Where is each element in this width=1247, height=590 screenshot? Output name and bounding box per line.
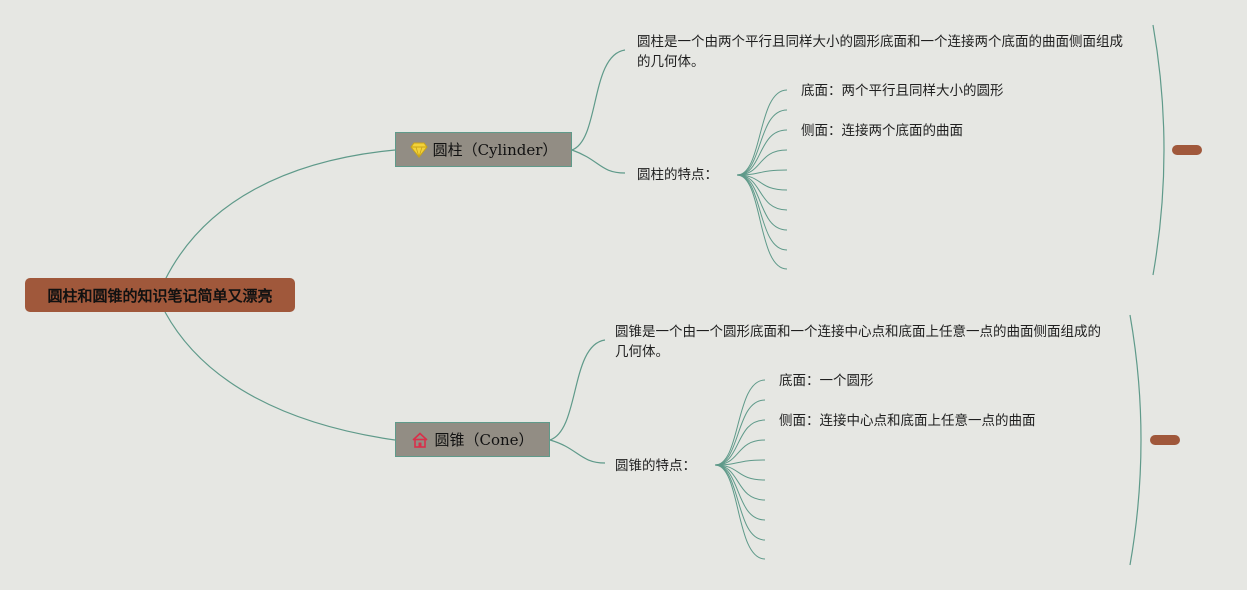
- fan-connector: [736, 89, 788, 176]
- topic-cylinder[interactable]: 圆柱（Cylinder）: [395, 132, 572, 167]
- cone-definition[interactable]: 圆锥是一个由一个圆形底面和一个连接中心点和底面上任意一点的曲面侧面组成的几何体。: [615, 324, 1101, 360]
- cylinder-definition[interactable]: 圆柱是一个由两个平行且同样大小的圆形底面和一个连接两个底面的曲面侧面组成的几何体…: [637, 34, 1123, 70]
- fan-connector: [736, 174, 788, 211]
- topic-cone[interactable]: 圆锥（Cone）: [395, 422, 550, 457]
- fan-connector: [736, 174, 788, 270]
- collapse-handle-cylinder[interactable]: [1172, 145, 1202, 155]
- topic-cone-label: 圆锥（Cone）: [434, 431, 534, 449]
- fan-connector: [714, 464, 766, 541]
- diamond-icon: [409, 142, 428, 158]
- cylinder-features-label[interactable]: 圆柱的特点：: [637, 167, 718, 183]
- cylinder-feature-side[interactable]: 侧面：连接两个底面的曲面: [801, 123, 963, 139]
- cone-feature-side[interactable]: 侧面：连接中心点和底面上任意一点的曲面: [779, 413, 1036, 429]
- root-topic-label: 圆柱和圆锥的知识笔记简单又漂亮: [47, 286, 273, 305]
- fan-connector: [714, 464, 766, 560]
- fan-connector: [736, 109, 788, 176]
- topic-cylinder-label: 圆柱（Cylinder）: [432, 141, 558, 159]
- fan-connector: [714, 464, 766, 501]
- collapse-handle-cone[interactable]: [1150, 435, 1180, 445]
- cone-features-label[interactable]: 圆锥的特点：: [615, 458, 696, 474]
- root-topic[interactable]: 圆柱和圆锥的知识笔记简单又漂亮: [25, 278, 295, 312]
- cylinder-feature-base[interactable]: 底面：两个平行且同样大小的圆形: [801, 83, 1004, 99]
- fan-connector: [714, 399, 766, 466]
- fan-connector: [714, 419, 766, 466]
- fan-connector: [736, 149, 788, 176]
- cone-feature-base[interactable]: 底面：一个圆形: [779, 373, 874, 389]
- fan-connector: [714, 439, 766, 466]
- house-icon: [411, 431, 429, 448]
- fan-connector: [736, 129, 788, 176]
- fan-connector: [714, 379, 766, 466]
- fan-connector: [736, 174, 788, 251]
